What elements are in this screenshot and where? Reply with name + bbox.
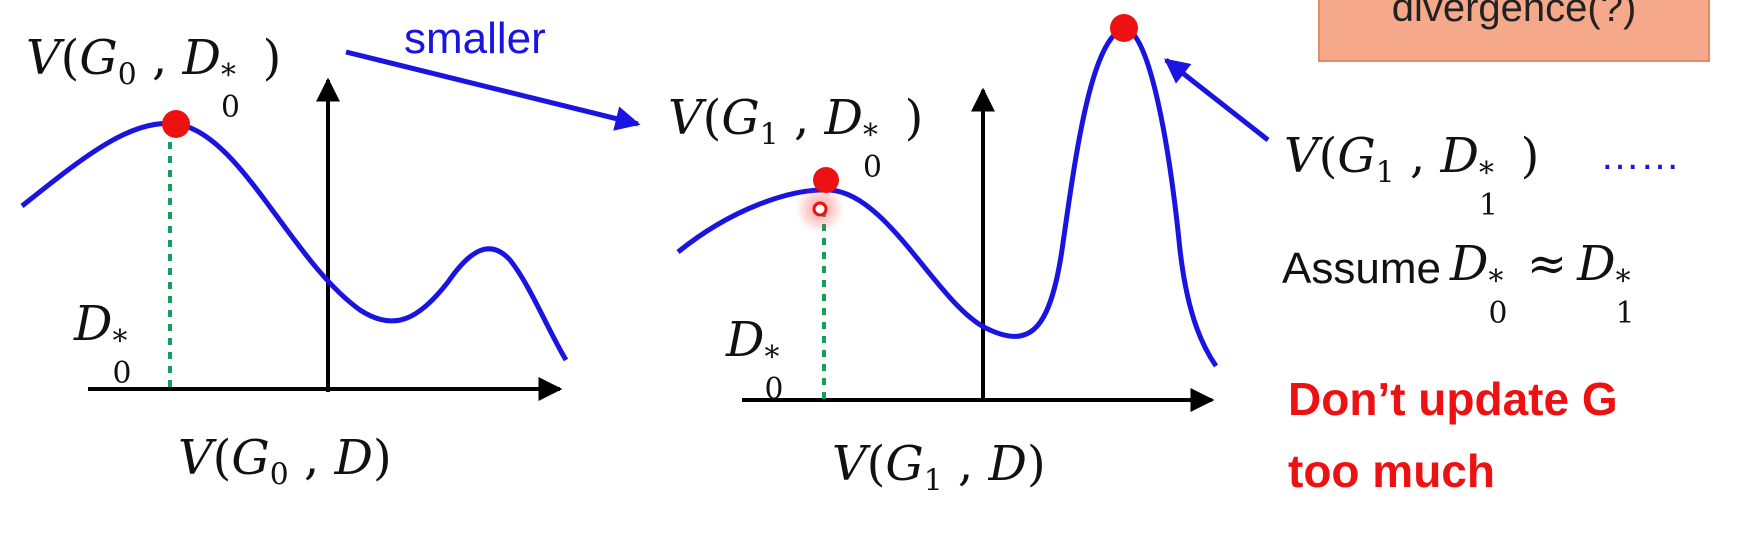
middle-old-max-ring	[812, 201, 828, 217]
smaller-label: smaller	[404, 14, 546, 63]
assume-formula: D*0≈D*1	[1450, 236, 1635, 332]
peak-arrow	[1164, 58, 1270, 142]
middle-axis-label: V(G1 , D)	[832, 436, 1046, 499]
left-graph	[20, 77, 569, 401]
warning-line-1: Don’t update G	[1288, 373, 1618, 425]
left-point-label: D*0	[74, 296, 132, 392]
smaller-arrow	[345, 49, 641, 131]
left-max-marker	[162, 110, 190, 138]
left-axis-label: V(G0 , D)	[178, 430, 392, 493]
divergence-badge: divergence(?)	[1318, 0, 1710, 62]
ellipsis: ……	[1600, 134, 1680, 178]
middle-top-label: V(G1 , D*0 )	[668, 90, 924, 186]
divergence-badge-text: divergence(?)	[1391, 0, 1637, 30]
warning-line-2: too much	[1288, 445, 1495, 497]
middle-peak-marker	[1110, 14, 1138, 42]
middle-point-label: D*0	[726, 312, 784, 408]
left-curve	[20, 120, 569, 362]
assume-word: Assume	[1282, 244, 1441, 293]
left-top-label: V(G0 , D*0 )	[26, 30, 282, 126]
middle-graph	[676, 14, 1219, 412]
middle-max-marker	[813, 167, 839, 193]
peak-label: V(G1 , D*1 )	[1284, 128, 1540, 224]
